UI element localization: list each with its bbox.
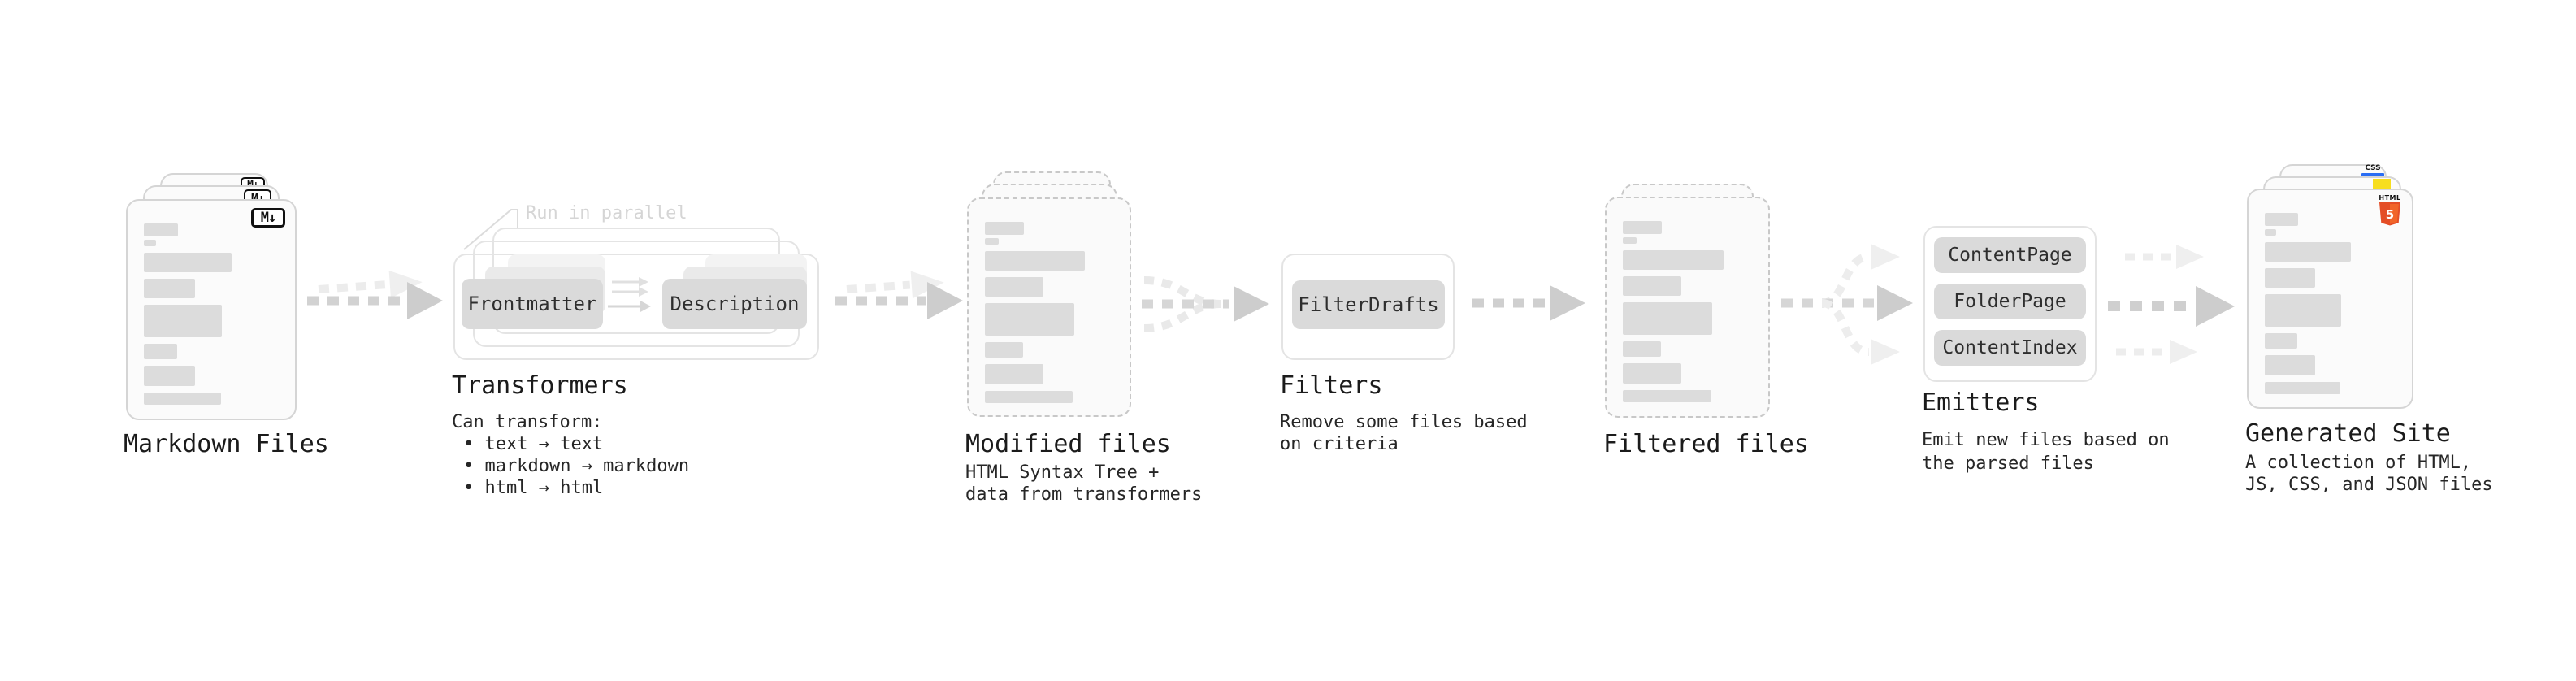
filtered-file-card	[1605, 197, 1770, 418]
transformer-stage	[453, 254, 819, 360]
modified-files-description: HTML Syntax Tree + data from transformer…	[965, 462, 1203, 505]
modified-files-label: Modified files	[965, 430, 1171, 458]
generated-site-label: Generated Site	[2245, 419, 2451, 448]
emitters-stage	[1923, 226, 2097, 382]
svg-text:5: 5	[2386, 207, 2394, 222]
filters-title: Filters	[1280, 371, 1383, 400]
javascript-icon	[2373, 179, 2391, 189]
transformers-title: Transformers	[452, 371, 628, 400]
filters-description: Remove some files based on criteria	[1280, 412, 1528, 454]
filters-stage	[1281, 254, 1455, 360]
merge-arrow-icon	[1142, 276, 1269, 332]
markdown-files-label: Markdown Files	[124, 430, 329, 458]
generated-site-description: A collection of HTML, JS, CSS, and JSON …	[2245, 453, 2493, 495]
html5-icon: HTML 5	[2378, 194, 2402, 226]
document-skeleton	[144, 223, 251, 405]
document-skeleton	[1623, 221, 1746, 402]
emitters-description: Emit new files based on the parsed files	[1922, 430, 2170, 474]
generated-site-card: HTML 5	[2247, 189, 2413, 409]
flow-arrow-icon	[307, 270, 443, 319]
filter-node-filterdrafts: FilterDrafts	[1292, 280, 1445, 329]
filtered-files-label: Filtered files	[1603, 430, 1809, 458]
emitter-node-folderpage: FolderPage	[1934, 284, 2086, 319]
markdown-file-card: M↓	[126, 199, 297, 420]
emitter-node-contentpage: ContentPage	[1934, 237, 2086, 273]
css-icon: CSS	[2361, 165, 2384, 176]
flow-arrow-icon	[835, 271, 963, 319]
emitters-title: Emitters	[1922, 388, 2040, 417]
split-arrow-icon	[1781, 244, 1913, 365]
document-skeleton	[985, 222, 1107, 403]
flow-arrow-icon	[1472, 285, 1585, 321]
run-in-parallel-annotation: Run in parallel	[526, 203, 687, 223]
transformers-description: Can transform: • text → text • markdown …	[452, 412, 690, 498]
transformer-node-description: Description	[662, 279, 807, 329]
transformer-node-frontmatter: Frontmatter	[462, 279, 603, 329]
markdown-icon: M↓	[251, 208, 285, 228]
document-skeleton	[2265, 213, 2370, 394]
parallel-arrows-icon	[2108, 245, 2235, 364]
emitter-node-contentindex: ContentIndex	[1934, 330, 2086, 366]
modified-file-card	[967, 197, 1131, 417]
